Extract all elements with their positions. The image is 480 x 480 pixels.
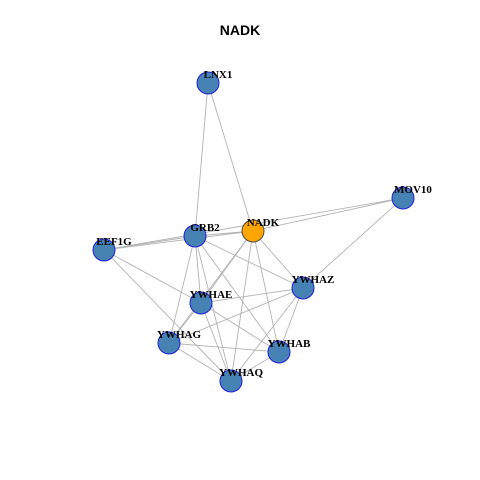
edge-nadk-ywhab: [252, 230, 280, 353]
edge-nadk-ywhaq: [230, 230, 254, 382]
edge-mov10-nadk: [252, 197, 404, 232]
node-nadk: [241, 219, 265, 243]
nodes-layer: [92, 71, 415, 393]
edge-nadk-ywhag: [168, 230, 254, 344]
edge-nadk-ywhaz: [252, 230, 304, 289]
node-ywhaz: [291, 276, 315, 300]
node-lnx1: [196, 71, 220, 95]
node-ywhag: [157, 331, 181, 355]
graph-title: NADK: [219, 22, 261, 38]
edge-ywhae-ywhab: [200, 302, 280, 353]
edge-mov10-ywhaz: [302, 197, 404, 289]
node-label-ywhag: YWHAG: [157, 329, 201, 341]
node-mov10: [391, 186, 415, 210]
edge-grb2-ywhag: [168, 235, 196, 344]
node-label-eef1g: EEF1G: [96, 236, 132, 248]
node-label-ywhab: YWHAB: [268, 338, 311, 350]
edge-ywhae-ywhaz: [200, 287, 304, 304]
edge-ywhag-ywhaq: [168, 342, 232, 382]
edge-grb2-ywhaz: [194, 235, 304, 289]
edge-lnx1-nadk: [207, 82, 254, 232]
edge-eef1g-ywhaq: [103, 249, 232, 382]
node-eef1g: [92, 238, 116, 262]
node-label-nadk: NADK: [247, 217, 280, 229]
edge-eef1g-ywhae: [103, 249, 202, 304]
edge-ywhaz-ywhaq: [230, 287, 304, 382]
node-grb2: [183, 224, 207, 248]
edge-lnx1-grb2: [194, 82, 209, 237]
node-label-mov10: MOV10: [394, 184, 432, 196]
node-label-lnx1: LNX1: [204, 69, 233, 81]
edge-eef1g-nadk: [103, 230, 254, 251]
edge-ywhag-ywhab: [168, 342, 280, 353]
edge-grb2-ywhaq: [194, 235, 232, 382]
node-ywhab: [267, 340, 291, 364]
edge-ywhae-ywhaq: [200, 302, 232, 382]
node-label-ywhaz: YWHAZ: [292, 274, 335, 286]
node-label-grb2: GRB2: [190, 222, 220, 234]
edge-grb2-ywhab: [194, 235, 280, 353]
node-label-ywhaq: YWHAQ: [219, 367, 263, 379]
node-ywhaq: [219, 369, 243, 393]
node-ywhae: [189, 291, 213, 315]
edge-ywhaz-ywhag: [168, 287, 304, 344]
node-label-ywhae: YWHAE: [190, 289, 233, 301]
